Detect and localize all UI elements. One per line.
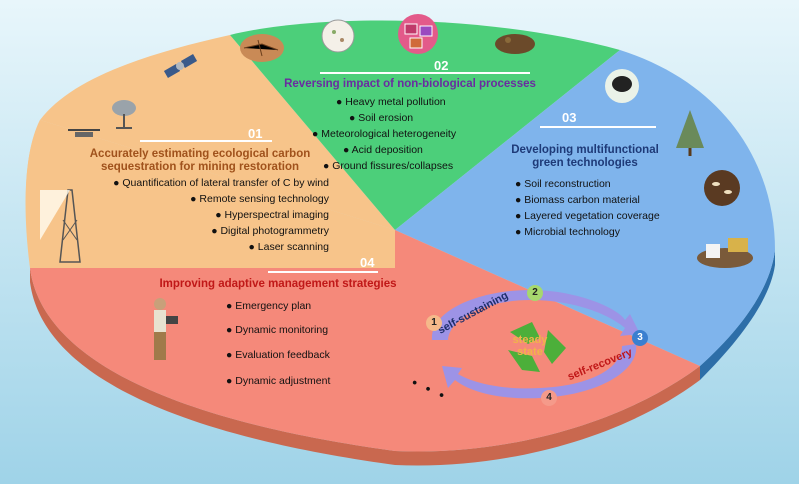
- segment-01-item: ● Laser scanning: [248, 241, 329, 253]
- heavy-metals-icon: [398, 14, 438, 54]
- cycle-node-3: 3: [632, 330, 648, 346]
- segment-04-divider: [268, 271, 378, 273]
- cycle-center-line2: state: [517, 346, 543, 358]
- segment-04-item: ● Emergency plan: [226, 300, 312, 312]
- segment-01-number: 01: [248, 126, 263, 141]
- microbes-icon: [704, 170, 740, 206]
- sector-01-fill: [25, 120, 396, 268]
- lidar-tower-icon: [40, 189, 81, 263]
- segment-03-item: ● Layered vegetation coverage: [515, 210, 660, 222]
- segment-02-item: ● Soil erosion: [349, 112, 414, 124]
- segment-01-item: ● Hyperspectral imaging: [215, 209, 329, 221]
- cycle-center-label: steady state: [510, 334, 550, 358]
- segment-01-item: ● Quantification of lateral transfer of …: [113, 177, 329, 189]
- soil-pile-icon: [495, 34, 535, 54]
- segment-01-divider: [140, 140, 272, 142]
- pie-side-left: [30, 268, 395, 465]
- segment-03-title-line1: Developing multifunctional: [511, 144, 659, 156]
- segment-01-item: ● Digital photogrammetry: [211, 225, 329, 237]
- satellite-icon: [163, 54, 198, 78]
- segment-01-title-line2: sequestration for mining restoration: [100, 161, 300, 173]
- segment-03-item: ● Soil reconstruction: [515, 178, 611, 190]
- segment-01-item: ● Remote sensing technology: [190, 193, 329, 205]
- segment-03-item: ● Microbial technology: [515, 226, 620, 238]
- petri-dish-icon: [321, 19, 355, 53]
- cycle-center-line1: steady: [512, 334, 548, 346]
- segment-03-title: Developing multifunctional green technol…: [500, 144, 670, 170]
- sector-03: [395, 50, 775, 366]
- cycle-node-2: 2: [527, 285, 543, 301]
- segment-03-number: 03: [562, 110, 577, 125]
- cracked-earth-icon: [240, 34, 284, 62]
- segment-04-title: Improving adaptive management strategies: [159, 278, 397, 290]
- segment-04-item: ● Dynamic monitoring: [226, 324, 329, 336]
- biochar-icon: [605, 69, 639, 103]
- segment-02-item: ● Meteorological heterogeneity: [312, 128, 457, 140]
- segment-03-divider: [540, 126, 656, 128]
- bulldozer-icon: [697, 238, 753, 268]
- pie-side-right: [700, 250, 775, 380]
- pie-side-bottom: [395, 366, 700, 466]
- recycle-icon: [508, 322, 566, 372]
- drone-icon: [68, 129, 100, 137]
- segment-01-title-line1: Accurately estimating ecological carbon: [89, 148, 311, 160]
- cycle-arc-bottom: [442, 344, 637, 399]
- segment-02-divider: [320, 72, 530, 74]
- surveyor-person-icon: [154, 298, 178, 360]
- segment-01-title: Accurately estimating ecological carbon …: [84, 148, 316, 174]
- cycle-node-1: 1: [426, 315, 442, 331]
- segment-02-item: ● Ground fissures/collapses: [323, 160, 454, 172]
- segment-03-item: ● Biomass carbon material: [515, 194, 640, 206]
- segment-02-item: ● Acid deposition: [343, 144, 423, 156]
- cycle-node-4: 4: [541, 390, 557, 406]
- segment-02-item: ● Heavy metal pollution: [336, 96, 446, 108]
- sector-01-top: [40, 35, 395, 230]
- cycle-arc-top: [431, 290, 640, 340]
- segment-02-number: 02: [434, 58, 449, 73]
- segment-04-number: 04: [360, 255, 375, 270]
- segment-03-title-line2: green technologies: [532, 157, 638, 169]
- segment-04-item: ● Evaluation feedback: [226, 349, 330, 361]
- segment-02-title: Reversing impact of non-biological proce…: [284, 78, 536, 90]
- radar-dish-icon: [112, 100, 136, 129]
- tree-icon: [676, 110, 704, 156]
- segment-04-item: ● Dynamic adjustment: [226, 375, 331, 387]
- cycle-diagram: [431, 290, 640, 399]
